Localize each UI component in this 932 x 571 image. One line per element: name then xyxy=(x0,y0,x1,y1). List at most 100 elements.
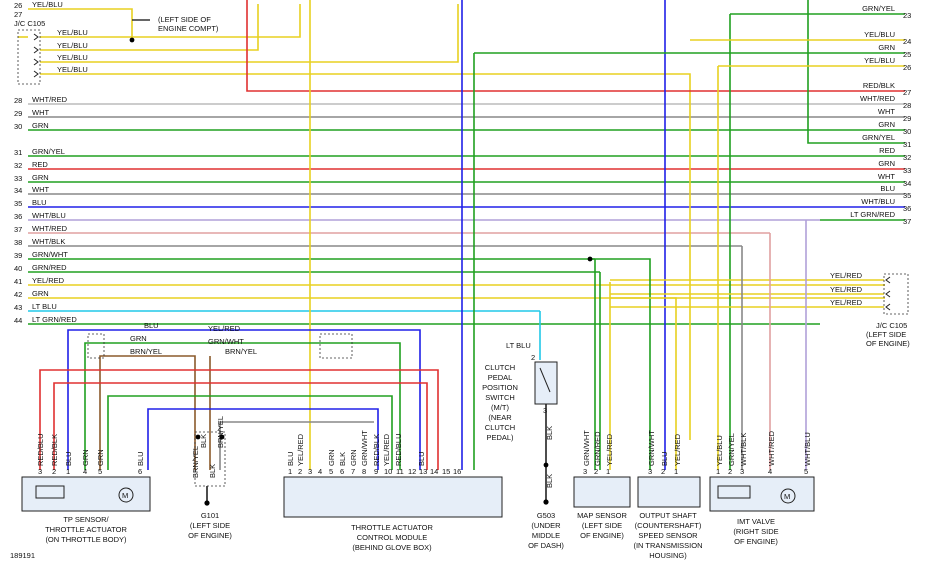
tp-pin-number: 3 xyxy=(38,467,42,476)
os-pin-number: 2 xyxy=(661,467,665,476)
row-label-left: RED xyxy=(32,160,48,169)
map-pin-number: 2 xyxy=(594,467,598,476)
row-number-left: 38 xyxy=(14,238,22,247)
row-number-left: 27 xyxy=(14,10,22,19)
clutch-bottom-wire: BLK xyxy=(545,426,554,440)
tacm-pin-number: 1 xyxy=(288,467,292,476)
map-splice xyxy=(587,256,593,262)
imt-caption: IMT VALVE xyxy=(737,517,775,526)
connector-wire-label: YEL/BLU xyxy=(57,53,88,62)
row-label-left: YEL/BLU xyxy=(32,0,63,9)
row-label-right: GRN xyxy=(878,43,895,52)
row-label-left: GRN xyxy=(32,121,49,130)
row-label-right: GRN xyxy=(878,159,895,168)
row-number-right: 25 xyxy=(903,50,911,59)
g503-ground-icon xyxy=(543,499,549,505)
row-label-left: GRN xyxy=(32,289,49,298)
os-caption: OUTPUT SHAFT xyxy=(639,511,697,520)
g101-caption: OF ENGINE) xyxy=(188,531,232,540)
tacm-pin-wire: BLK xyxy=(338,452,347,466)
tacm-pin-number: 5 xyxy=(329,467,333,476)
connector-wire-label-right: YEL/RED xyxy=(830,298,863,307)
row-number-left: 36 xyxy=(14,212,22,221)
row-number-left: 40 xyxy=(14,264,22,273)
row-label-left: YEL/RED xyxy=(32,276,65,285)
row-label-right: WHT xyxy=(878,107,895,116)
tacm-pin-number: 16 xyxy=(453,467,461,476)
g101-splice-b xyxy=(219,434,225,440)
clutch-caption: (M/T) xyxy=(491,403,509,412)
clutch-pin-bottom: 3 xyxy=(543,406,547,415)
row-label-left: GRN/WHT xyxy=(32,250,68,259)
tacm-pin-wire: GRN/WHT xyxy=(360,430,369,466)
connector-wire-label: YEL/BLU xyxy=(57,41,88,50)
clutch-splice xyxy=(543,462,549,468)
row-label-left: LT GRN/RED xyxy=(32,315,77,324)
row-number-right: 31 xyxy=(903,140,911,149)
row-label-right: YEL/BLU xyxy=(864,30,895,39)
row-number-right: 27 xyxy=(903,88,911,97)
row-label-left: WHT xyxy=(32,108,49,117)
map-caption: OF ENGINE) xyxy=(580,531,624,540)
imt-valve-element xyxy=(717,485,751,499)
connector-pin-chevron xyxy=(885,303,891,311)
row-number-left: 33 xyxy=(14,174,22,183)
tacm-pin-number: 11 xyxy=(396,467,404,476)
tp-caption: TP SENSOR/ xyxy=(63,515,109,524)
map-pin-wire: YEL/RED xyxy=(605,433,614,466)
clutch-caption: (NEAR xyxy=(488,413,512,422)
row-label-right: WHT/BLU xyxy=(861,197,895,206)
imt-pin-wire: GRN/YEL xyxy=(727,433,736,466)
connector-name-top-left: J/C C105 xyxy=(14,19,45,28)
tacm-pin-number: 12 xyxy=(408,467,416,476)
note-engine-compt: ENGINE COMPT) xyxy=(158,24,219,33)
row-label-right: WHT/RED xyxy=(860,94,896,103)
tacm-pin-wire: YEL/RED xyxy=(296,433,305,466)
row-number-right: 32 xyxy=(903,153,911,162)
splice-top-left xyxy=(129,37,135,43)
row-label-right: GRN/YEL xyxy=(862,4,895,13)
clutch-caption: PEDAL) xyxy=(486,433,514,442)
tacm-pin-number: 4 xyxy=(318,467,322,476)
row-number-right: 23 xyxy=(903,11,911,20)
row-label-right: WHT xyxy=(878,172,895,181)
jc-c105-top-left xyxy=(17,29,41,85)
row-number-left: 30 xyxy=(14,122,22,131)
imt-pin-wire: WHT/BLU xyxy=(803,432,812,466)
row-label-right: GRN xyxy=(878,120,895,129)
wire-grnyel-31 xyxy=(807,0,905,144)
tacm-pin-number: 2 xyxy=(298,467,302,476)
mid-label-brnyel-2: BRN/YEL xyxy=(225,347,257,356)
imt-pin-wire: WHT/BLK xyxy=(739,433,748,466)
tp-pin-number: 1 xyxy=(66,467,70,476)
g503-caption: MIDDLE xyxy=(532,531,560,540)
row-number-right: 24 xyxy=(903,37,911,46)
tp-pin-wire: RED/BLK xyxy=(50,434,59,466)
imt-pin-number: 2 xyxy=(728,467,732,476)
row-label-right: BLU xyxy=(880,184,895,193)
row-label-right: RED xyxy=(879,146,895,155)
os-pin-number: 3 xyxy=(648,467,652,476)
mid-label-grnwht: GRN/WHT xyxy=(208,337,244,346)
row-number-left: 31 xyxy=(14,148,22,157)
tacm-pin-wire: BLU xyxy=(286,451,295,466)
connector-name-right: J/C C105 xyxy=(876,321,907,330)
wire-gray-tp xyxy=(219,421,374,470)
note-left-side: (LEFT SIDE OF xyxy=(158,15,211,24)
map-pin-wire: GRN/RED xyxy=(593,431,602,466)
connector-pin-chevron xyxy=(33,70,39,78)
row-label-left: GRN/YEL xyxy=(32,147,65,156)
os-pin-number: 1 xyxy=(674,467,678,476)
row-number-right: 26 xyxy=(903,63,911,72)
tp-pin-number: 6 xyxy=(138,467,142,476)
tp-caption: THROTTLE ACTUATOR xyxy=(45,525,127,534)
os-pin-wire: BLU xyxy=(660,451,669,466)
row-number-right: 34 xyxy=(903,179,911,188)
wire-yelblu-b xyxy=(40,4,259,51)
os-caption: (COUNTERSHAFT) xyxy=(635,521,702,530)
row-label-left: GRN xyxy=(32,173,49,182)
g101-wire: BRN/YEL xyxy=(191,446,200,478)
tp-sensor-box xyxy=(21,476,151,512)
